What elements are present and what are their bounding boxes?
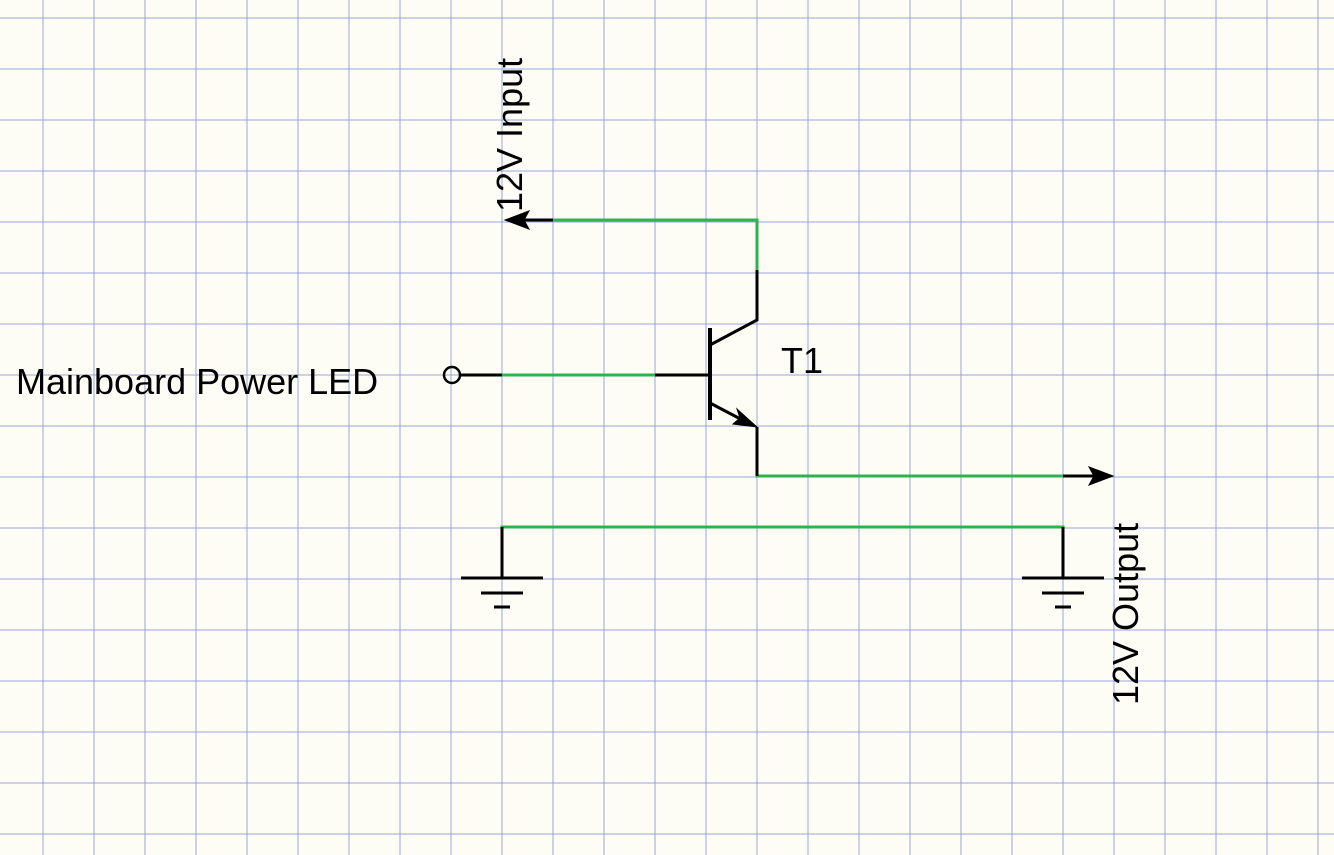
wire-input-to-collector <box>551 218 759 272</box>
input-arrowhead <box>503 210 531 230</box>
wires <box>500 218 1065 529</box>
symbols <box>442 210 1115 609</box>
transistor-label: T1 <box>781 340 823 381</box>
output-label: 12V Output <box>1105 523 1146 705</box>
led-signal-label: Mainboard Power LED <box>16 361 378 402</box>
output-arrowhead <box>1087 466 1115 486</box>
transistor-emitter-arrowhead <box>731 407 759 428</box>
input-label: 12V Input <box>489 58 530 212</box>
transistor-collector-lead <box>709 270 759 347</box>
